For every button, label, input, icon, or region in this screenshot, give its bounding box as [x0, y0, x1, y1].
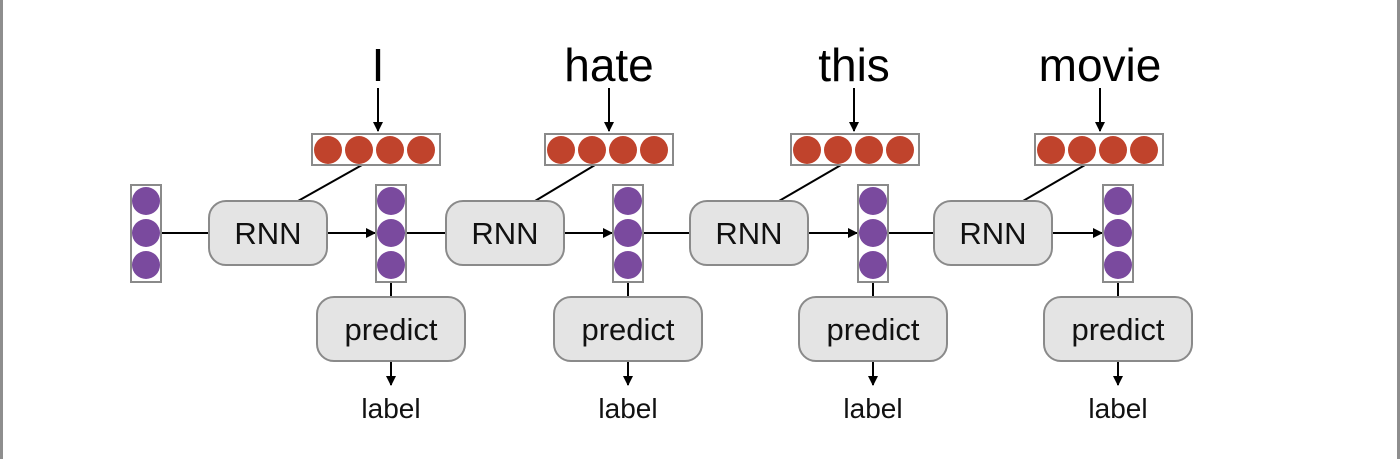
embedding-unit — [345, 136, 373, 164]
embedding-vector-2 — [544, 133, 674, 166]
embedding-to-rnn-line-3 — [778, 164, 842, 202]
predict-box-4-text: predict — [1071, 312, 1164, 347]
embedding-to-rnn-line-1 — [297, 164, 363, 202]
input-word-4: movie — [1039, 39, 1162, 91]
predict-box-4-shape — [1043, 296, 1193, 362]
hidden-unit — [377, 251, 405, 279]
hidden-vector-1 — [375, 184, 407, 283]
embedding-unit — [314, 136, 342, 164]
embedding-vector-frame — [544, 133, 674, 166]
hidden-unit — [614, 219, 642, 247]
embedding-vector-1 — [311, 133, 441, 166]
embedding-vector-frame — [311, 133, 441, 166]
rnn-cell-3-text: RNN — [715, 216, 782, 251]
hidden-unit — [1104, 187, 1132, 215]
rnn-cell-4-text: RNN — [959, 216, 1026, 251]
input-word-3: this — [818, 39, 890, 91]
rnn-cell-3: RNN — [689, 200, 809, 266]
embedding-vector-frame — [790, 133, 920, 166]
predict-box-3-text: predict — [826, 312, 919, 347]
hidden-vector-4 — [1102, 184, 1134, 283]
output-label-3: label — [843, 393, 902, 424]
output-label-4: label — [1088, 393, 1147, 424]
hidden-unit — [1104, 219, 1132, 247]
embedding-vector-frame — [1034, 133, 1164, 166]
output-label-2: label — [598, 393, 657, 424]
hidden-unit — [859, 219, 887, 247]
predict-box-1: predict — [316, 296, 466, 362]
rnn-cell-1-text: RNN — [234, 216, 301, 251]
embedding-unit — [1037, 136, 1065, 164]
embedding-to-rnn-line-2 — [534, 164, 596, 202]
embedding-unit — [1068, 136, 1096, 164]
hidden-vector-frame — [130, 184, 162, 283]
hidden-vector-frame — [1102, 184, 1134, 283]
hidden-vector-2 — [612, 184, 644, 283]
rnn-cell-4: RNN — [933, 200, 1053, 266]
rnn-cell-1: RNN — [208, 200, 328, 266]
embedding-unit — [609, 136, 637, 164]
initial-hidden-vector — [130, 184, 162, 283]
hidden-unit — [132, 251, 160, 279]
predict-box-3: predict — [798, 296, 948, 362]
predict-box-3-shape — [798, 296, 948, 362]
hidden-unit — [614, 251, 642, 279]
embedding-unit — [1099, 136, 1127, 164]
input-word-2: hate — [564, 39, 654, 91]
embedding-unit — [1130, 136, 1158, 164]
predict-box-1-text: predict — [344, 312, 437, 347]
embedding-unit — [886, 136, 914, 164]
predict-box-2-shape — [553, 296, 703, 362]
embedding-unit — [547, 136, 575, 164]
embedding-unit — [640, 136, 668, 164]
predict-box-4: predict — [1043, 296, 1193, 362]
hidden-vector-frame — [375, 184, 407, 283]
hidden-unit — [377, 219, 405, 247]
rnn-cell-4-shape — [933, 200, 1053, 266]
predict-box-2: predict — [553, 296, 703, 362]
embedding-unit — [855, 136, 883, 164]
rnn-cell-2-text: RNN — [471, 216, 538, 251]
output-label-1: label — [361, 393, 420, 424]
hidden-unit — [132, 219, 160, 247]
rnn-cell-3-shape — [689, 200, 809, 266]
hidden-unit — [1104, 251, 1132, 279]
input-word-1: I — [372, 39, 385, 91]
embedding-to-rnn-line-4 — [1022, 164, 1086, 202]
rnn-cell-2: RNN — [445, 200, 565, 266]
hidden-vector-3 — [857, 184, 889, 283]
embedding-unit — [824, 136, 852, 164]
embedding-unit — [376, 136, 404, 164]
embedding-unit — [407, 136, 435, 164]
embedding-unit — [793, 136, 821, 164]
hidden-unit — [859, 187, 887, 215]
embedding-vector-4 — [1034, 133, 1164, 166]
hidden-vector-frame — [857, 184, 889, 283]
rnn-cell-1-shape — [208, 200, 328, 266]
embedding-unit — [578, 136, 606, 164]
hidden-unit — [377, 187, 405, 215]
rnn-cell-2-shape — [445, 200, 565, 266]
embedding-vector-3 — [790, 133, 920, 166]
hidden-unit — [859, 251, 887, 279]
predict-box-2-text: predict — [581, 312, 674, 347]
hidden-unit — [132, 187, 160, 215]
predict-box-1-shape — [316, 296, 466, 362]
hidden-vector-frame — [612, 184, 644, 283]
hidden-unit — [614, 187, 642, 215]
